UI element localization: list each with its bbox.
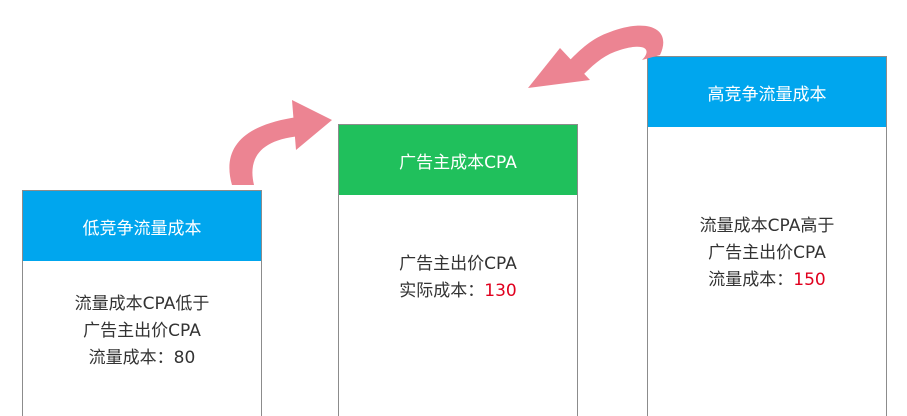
card-mid-cost-label: 实际成本：	[399, 281, 485, 301]
card-low-title: 低竞争流量成本	[82, 218, 202, 239]
card-mid-header: 广告主成本CPA	[339, 125, 577, 195]
card-mid-line2: 实际成本：130	[339, 278, 577, 305]
card-high-body: 流量成本CPA高于 广告主出价CPA 流量成本：150	[648, 127, 886, 294]
card-low-line2: 广告主出价CPA	[83, 321, 201, 341]
card-high-competition: 高竞争流量成本 流量成本CPA高于 广告主出价CPA 流量成本：150	[647, 56, 887, 416]
card-mid-body: 广告主出价CPA 实际成本：130	[339, 195, 577, 305]
card-high-cost-value: 150	[793, 270, 826, 290]
card-low-cost-label: 流量成本：	[88, 348, 174, 368]
card-low-line3: 流量成本：80	[23, 345, 261, 372]
card-mid-line1: 广告主出价CPA	[399, 254, 517, 274]
card-high-line3: 流量成本：150	[648, 267, 886, 294]
card-high-line2: 广告主出价CPA	[708, 243, 826, 263]
card-advertiser-cost: 广告主成本CPA 广告主出价CPA 实际成本：130	[338, 124, 578, 416]
card-high-cost-label: 流量成本：	[708, 270, 794, 290]
card-mid-title: 广告主成本CPA	[399, 152, 517, 173]
card-low-body: 流量成本CPA低于 广告主出价CPA 流量成本：80	[23, 261, 261, 372]
card-low-cost-value: 80	[173, 348, 196, 368]
arrow-high-to-mid	[528, 25, 664, 88]
card-high-title: 高竞争流量成本	[707, 84, 827, 105]
arrow-low-to-mid	[229, 100, 332, 185]
card-high-line1: 流量成本CPA高于	[699, 216, 835, 236]
card-low-header: 低竞争流量成本	[23, 191, 261, 261]
card-low-line1: 流量成本CPA低于	[74, 294, 210, 314]
card-low-competition: 低竞争流量成本 流量成本CPA低于 广告主出价CPA 流量成本：80	[22, 190, 262, 416]
card-high-header: 高竞争流量成本	[648, 57, 886, 127]
card-mid-cost-value: 130	[484, 281, 517, 301]
